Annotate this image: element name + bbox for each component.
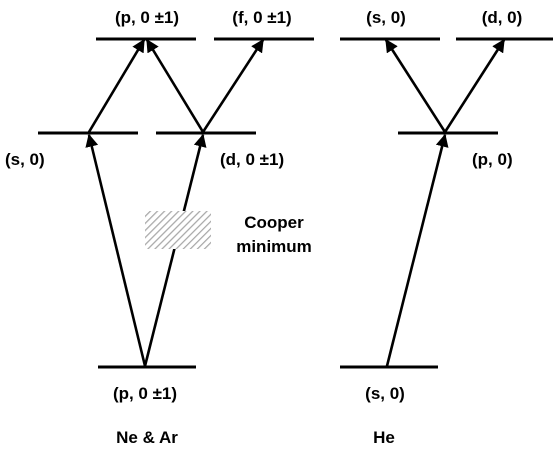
cooper-label-line1: Cooper xyxy=(244,213,304,232)
ne-ar-arrow-d-to-p xyxy=(145,38,205,133)
cooper-label-line2: minimum xyxy=(236,237,312,256)
he-arrow-ground-to-p xyxy=(385,133,449,367)
he-group-label: He xyxy=(373,428,395,447)
ne-ar-final-f-label: (f, 0 ±1) xyxy=(232,8,291,27)
he-intermediate-p-label: (p, 0) xyxy=(472,150,513,169)
he-final-s-label: (s, 0) xyxy=(366,8,406,27)
ne-ar-arrow-ground-to-s xyxy=(85,133,147,367)
he-arrow-p-to-s xyxy=(384,38,447,133)
ne-ar-final-p-label: (p, 0 ±1) xyxy=(115,8,179,27)
he-ground-label: (s, 0) xyxy=(365,384,405,403)
ne-ar-intermediate-d-label: (d, 0 ±1) xyxy=(220,150,284,169)
ne-ar-arrow-ground-to-d xyxy=(143,133,207,367)
ne-ar-ground-label: (p, 0 ±1) xyxy=(113,384,177,403)
he-final-d-label: (d, 0) xyxy=(482,8,523,27)
ne-ar-arrow-d-to-f xyxy=(201,38,265,133)
cooper-minimum-box xyxy=(145,211,211,249)
ne-ar-intermediate-s-label: (s, 0) xyxy=(5,150,45,169)
ne-ar-group-label: Ne & Ar xyxy=(116,428,178,447)
he-arrow-p-to-d xyxy=(443,38,506,133)
ne-ar-arrow-s-to-p xyxy=(87,38,146,133)
